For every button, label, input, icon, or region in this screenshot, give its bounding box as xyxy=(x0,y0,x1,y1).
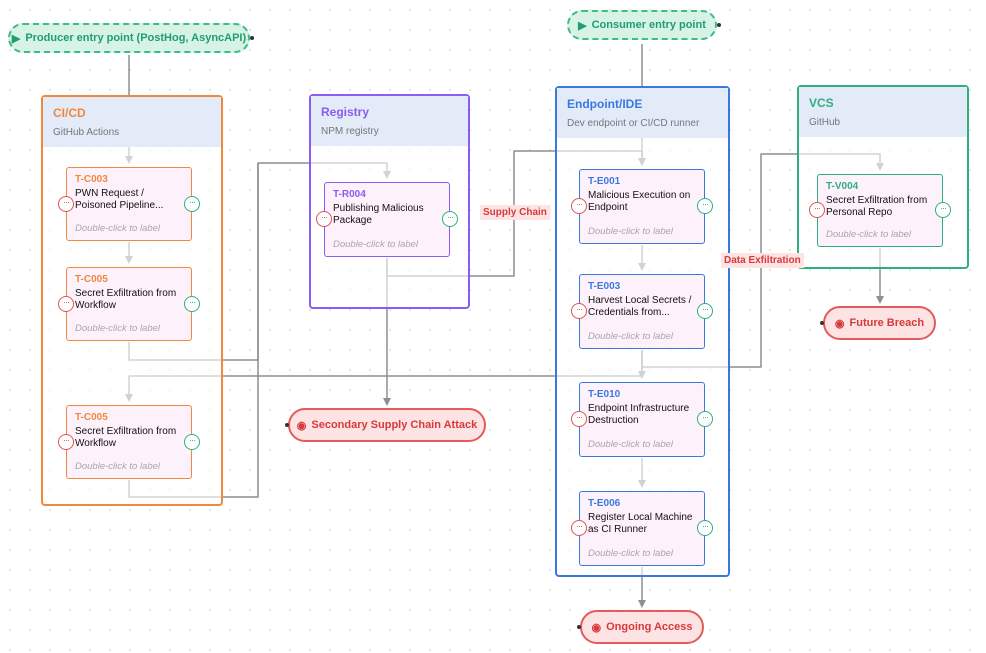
target-icon: ◉ xyxy=(296,419,307,432)
lane-endpoint-title: Endpoint/IDE xyxy=(567,97,643,111)
future-handle[interactable] xyxy=(820,321,824,325)
card-title: Register Local Machine as CI Runner xyxy=(588,512,693,535)
card-t-r004[interactable]: T-R004 Publishing Malicious Package Doub… xyxy=(316,182,458,257)
card-title: Malicious Execution on Endpoint xyxy=(588,190,691,213)
card-id: T-R004 xyxy=(333,189,366,200)
lane-cicd-title: CI/CD xyxy=(53,106,86,120)
card-hint[interactable]: Double-click to label xyxy=(588,226,674,237)
secondary-handle[interactable] xyxy=(285,423,289,427)
card-id: T-C005 xyxy=(75,274,108,285)
producer-entry-point[interactable]: ▶ Producer entry point (PostHog, AsyncAP… xyxy=(8,23,250,53)
card-title: Publishing Malicious Package xyxy=(333,203,424,226)
card-hint[interactable]: Double-click to label xyxy=(588,331,674,342)
card-id: T-E001 xyxy=(588,176,621,187)
lane-vcs-title: VCS xyxy=(809,96,834,110)
input-port-icon[interactable]: ··· xyxy=(571,303,587,319)
output-port-icon[interactable]: ··· xyxy=(935,202,951,218)
input-port-icon[interactable]: ··· xyxy=(571,520,587,536)
card-id: T-C003 xyxy=(75,174,108,185)
card-hint[interactable]: Double-click to label xyxy=(75,323,161,334)
input-port-icon[interactable]: ··· xyxy=(571,411,587,427)
card-t-e003[interactable]: T-E003 Harvest Local Secrets / Credentia… xyxy=(571,274,713,349)
output-port-icon[interactable]: ··· xyxy=(184,296,200,312)
card-t-c005[interactable]: T-C005 Secret Exfiltration from Workflow… xyxy=(58,267,200,341)
target-icon: ◉ xyxy=(591,621,602,634)
outcome-ongoing-access[interactable]: ◉ Ongoing Access xyxy=(580,610,704,644)
outcome-label: Secondary Supply Chain Attack xyxy=(311,419,478,431)
input-port-icon[interactable]: ··· xyxy=(58,196,74,212)
card-id: T-E006 xyxy=(588,498,621,509)
card-hint[interactable]: Double-click to label xyxy=(75,223,161,234)
card-id: T-C005 xyxy=(75,412,108,423)
card-t-e010[interactable]: T-E010 Endpoint Infrastructure Destructi… xyxy=(571,382,713,457)
card-t-e001[interactable]: T-E001 Malicious Execution on Endpoint D… xyxy=(571,169,713,244)
lane-endpoint-subtitle: Dev endpoint or CI/CD runner xyxy=(567,118,700,129)
card-hint[interactable]: Double-click to label xyxy=(588,439,674,450)
lane-vcs-subtitle: GitHub xyxy=(809,117,841,128)
output-port-icon[interactable]: ··· xyxy=(697,303,713,319)
card-t-v004[interactable]: T-V004 Secret Exfiltration from Personal… xyxy=(809,174,951,247)
card-title: Endpoint Infrastructure Destruction xyxy=(588,403,690,426)
card-hint[interactable]: Double-click to label xyxy=(826,229,912,240)
card-t-c003[interactable]: T-C003 PWN Request / Poisoned Pipeline..… xyxy=(58,167,200,241)
outcome-label: Ongoing Access xyxy=(606,621,693,633)
outcome-future-breach[interactable]: ◉ Future Breach xyxy=(823,306,936,340)
card-title: PWN Request / Poisoned Pipeline... xyxy=(75,188,164,211)
consumer-entry-label: Consumer entry point xyxy=(591,19,706,31)
card-title: Harvest Local Secrets / Credentials from… xyxy=(588,295,692,318)
card-id: T-V004 xyxy=(826,181,859,192)
card-t-c005-second[interactable]: T-C005 Secret Exfiltration from Workflow… xyxy=(58,405,200,479)
output-port-icon[interactable]: ··· xyxy=(697,520,713,536)
input-port-icon[interactable]: ··· xyxy=(316,211,332,227)
card-id: T-E010 xyxy=(588,389,621,400)
card-hint[interactable]: Double-click to label xyxy=(75,461,161,472)
play-icon: ▶ xyxy=(11,32,21,45)
input-port-icon[interactable]: ··· xyxy=(809,202,825,218)
output-port-icon[interactable]: ··· xyxy=(184,434,200,450)
lane-vcs-header: VCS GitHub xyxy=(799,87,967,137)
consumer-handle[interactable] xyxy=(717,23,721,27)
lane-cicd-subtitle: GitHub Actions xyxy=(53,127,120,138)
play-icon: ▶ xyxy=(578,19,587,32)
card-title: Secret Exfiltration from Workflow xyxy=(75,426,177,449)
card-id: T-E003 xyxy=(588,281,621,292)
input-port-icon[interactable]: ··· xyxy=(58,434,74,450)
outcome-secondary-supply-chain-attack[interactable]: ◉ Secondary Supply Chain Attack xyxy=(288,408,486,442)
card-title: Secret Exfiltration from Personal Repo xyxy=(826,195,928,218)
input-port-icon[interactable]: ··· xyxy=(571,198,587,214)
output-port-icon[interactable]: ··· xyxy=(697,411,713,427)
output-port-icon[interactable]: ··· xyxy=(442,211,458,227)
lane-cicd-header: CI/CD GitHub Actions xyxy=(43,97,221,147)
card-title: Secret Exfiltration from Workflow xyxy=(75,288,177,311)
outcome-label: Future Breach xyxy=(849,317,925,329)
output-port-icon[interactable]: ··· xyxy=(697,198,713,214)
target-icon: ◉ xyxy=(834,317,845,330)
producer-handle[interactable] xyxy=(250,36,254,40)
input-port-icon[interactable]: ··· xyxy=(58,296,74,312)
lane-endpoint-header: Endpoint/IDE Dev endpoint or CI/CD runne… xyxy=(557,88,728,138)
card-hint[interactable]: Double-click to label xyxy=(333,239,419,250)
edge-label-data-exfiltration[interactable]: Data Exfiltration xyxy=(721,253,804,268)
lane-registry-subtitle: NPM registry xyxy=(321,126,379,137)
lane-registry-title: Registry xyxy=(321,105,370,119)
card-hint[interactable]: Double-click to label xyxy=(588,548,674,559)
producer-entry-label: Producer entry point (PostHog, AsyncAPI) xyxy=(25,32,247,44)
lane-registry-header: Registry NPM registry xyxy=(311,96,468,146)
ongoing-handle[interactable] xyxy=(577,625,581,629)
edge-label-supply-chain[interactable]: Supply Chain xyxy=(480,205,550,220)
consumer-entry-point[interactable]: ▶ Consumer entry point xyxy=(567,10,717,40)
card-t-e006[interactable]: T-E006 Register Local Machine as CI Runn… xyxy=(571,491,713,566)
output-port-icon[interactable]: ··· xyxy=(184,196,200,212)
